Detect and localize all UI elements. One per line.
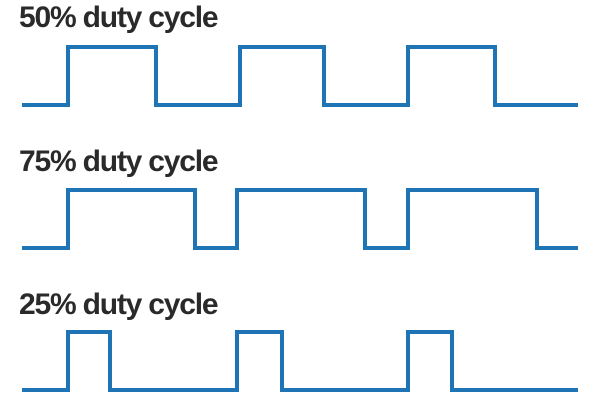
duty-cycle-label-75: 75% duty cycle [19, 145, 219, 178]
waveform-50-percent [22, 45, 578, 107]
waveform-25-percent [22, 330, 578, 392]
duty-cycle-label-25: 25% duty cycle [19, 288, 219, 321]
waveform-75-percent [22, 188, 578, 250]
duty-cycle-label-50: 50% duty cycle [19, 1, 219, 34]
